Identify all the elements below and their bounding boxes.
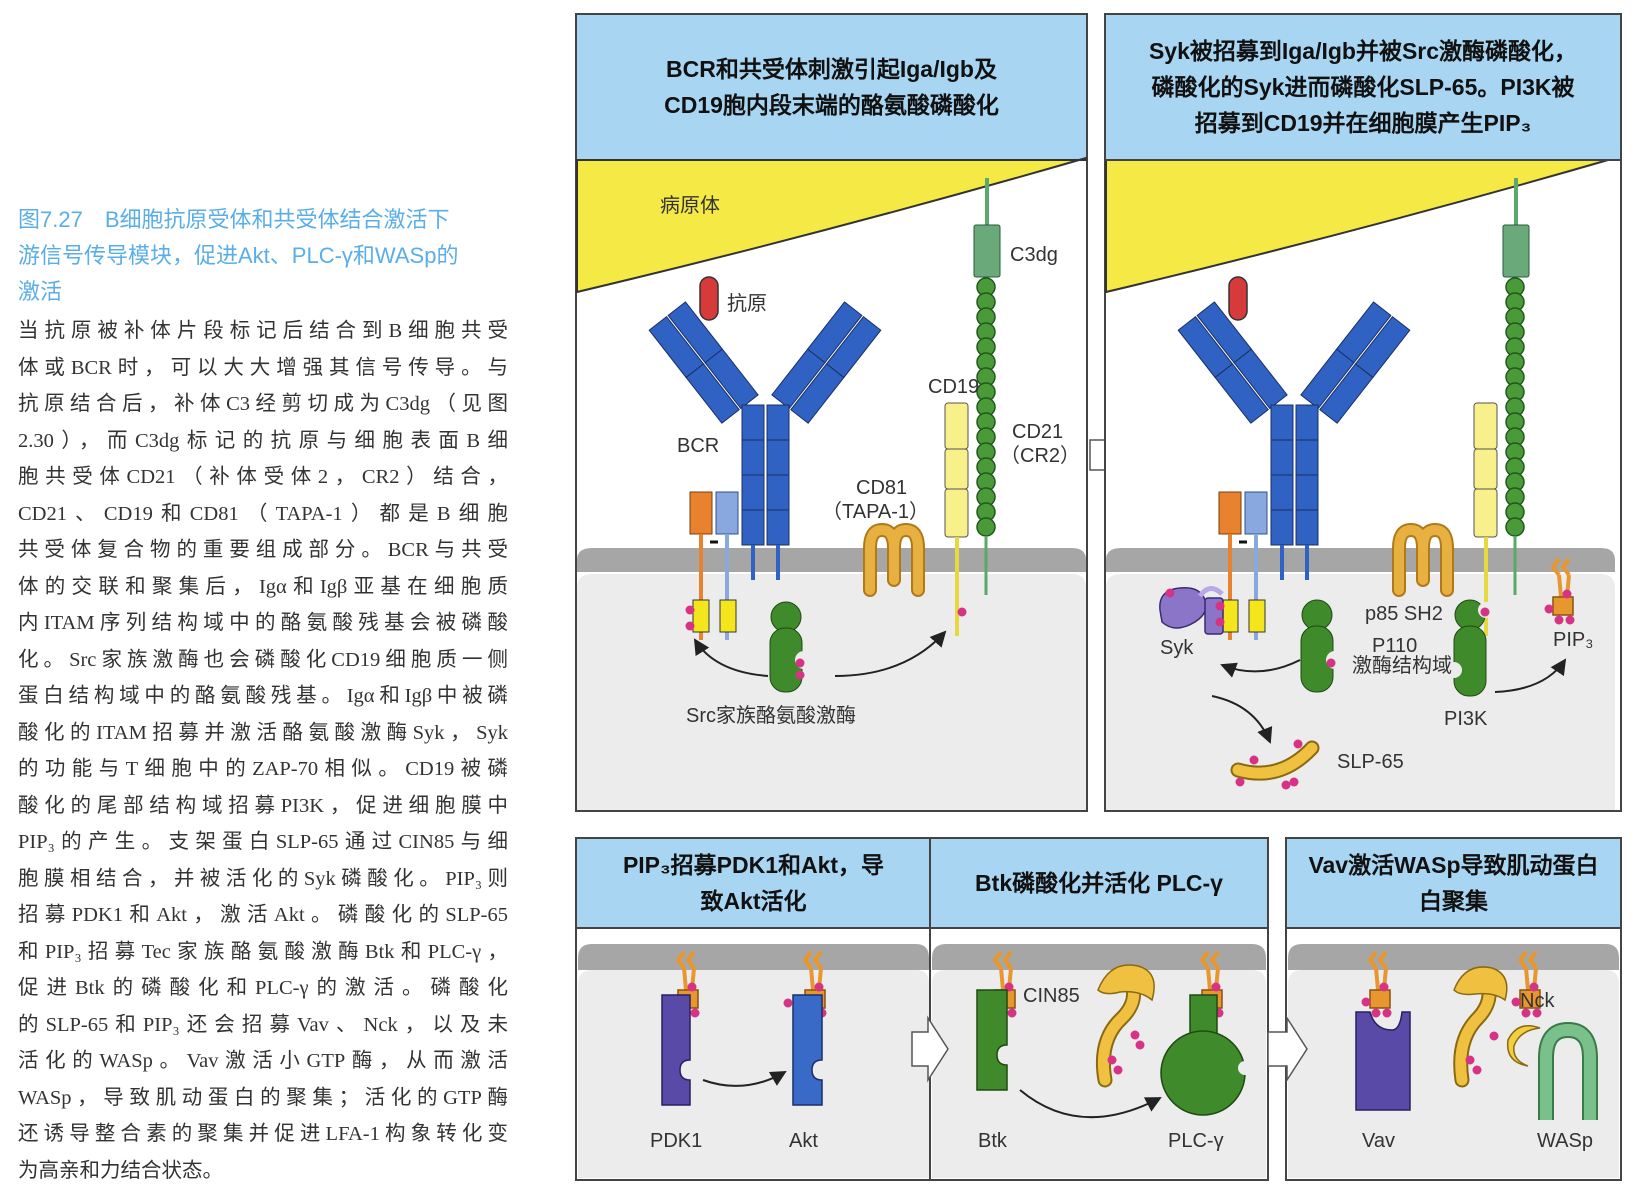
label-vav: Vav: [1362, 1130, 1395, 1152]
btk-icon: [976, 989, 1008, 1091]
label-pi3k: PI3K: [1444, 708, 1488, 730]
body-text-line: 酸化的尾部结构域招募PI3K，促进细胞膜中: [18, 794, 508, 817]
label-kinase-domain: 激酶结构域: [1352, 654, 1452, 677]
label-wasp: WASp: [1537, 1130, 1593, 1152]
panel-e: Nck Vav WASp: [1355, 950, 1598, 1152]
body-text-line: CD21、CD19和CD81（TAPA-1）都是B细胞: [18, 502, 508, 525]
body-text-line: 抗原结合后，补体C3经剪切成为C3dg（见图: [18, 393, 508, 415]
vav-icon: [1355, 1011, 1411, 1111]
label-plc-gamma: PLC-γ: [1168, 1130, 1224, 1152]
label-pdk1: PDK1: [650, 1130, 702, 1152]
label-pathogen: 病原体: [660, 194, 720, 217]
label-antigen: 抗原: [727, 292, 767, 315]
label-tapa1: （TAPA-1）: [822, 500, 929, 523]
panel-d: CIN85 Btk PLC-γ: [976, 950, 1252, 1152]
body-text-line: 为高亲和力结合状态。: [18, 1159, 223, 1182]
header-line: 招募到CD19并在细胞膜产生PIP₃: [1194, 110, 1532, 136]
body-text-line: 的功能与T细胞中的ZAP-70相似。CD19被磷: [18, 758, 508, 780]
body-text-line: PIP₃的产生。支架蛋白SLP-65通过CIN85与细: [18, 831, 508, 853]
panel-b: Syk p85 SH2 P110 激酶结构域 PI3K PIP₃ SLP-65: [1104, 13, 1622, 811]
body-text-line: 体或BCR时，可以大大增强其信号传导。与: [18, 356, 508, 379]
body-text-line: 蛋白结构域中的酪氨酸残基。Igα和Igβ中被磷: [18, 685, 508, 707]
label-bcr: BCR: [677, 435, 719, 457]
arrow-icon: [1494, 658, 1567, 693]
label-p85-sh2: p85 SH2: [1365, 603, 1443, 625]
panel-a-header-bg: [575, 13, 1088, 161]
src-kinase-icon: [769, 601, 813, 693]
label-akt: Akt: [789, 1130, 818, 1152]
body-text-line: 的SLP-65和PIP₃还会招募Vav、Nck，以及未: [18, 1013, 508, 1036]
panel-b-header: Syk被招募到Iga/Igb并被Src激酶磷酸化， 磷酸化的Syk进而磷酸化SLP…: [1105, 14, 1621, 160]
header-line: 磷酸化的Syk进而磷酸化SLP-65。PI3K被: [1151, 74, 1575, 100]
label-nck: Nck: [1520, 990, 1555, 1012]
body-text-line: 还诱导整合素的聚集并促进LFA-1构象转化变: [18, 1123, 508, 1145]
slp65-icon: [1230, 739, 1320, 790]
body-text-line: 胞膜相结合，并被活化的Syk磷酸化。PIP₃则: [18, 867, 508, 890]
header-line: BCR和共受体刺激引起Iga/Igb及: [666, 56, 997, 82]
header-line: Vav激活WASp导致肌动蛋白: [1308, 852, 1599, 878]
body-text-line: 化。Src家族激酶也会磷酸化CD19细胞质一侧: [18, 648, 508, 671]
panel-a-header: BCR和共受体刺激引起Iga/Igb及 CD19胞内段末端的酪氨酸磷酸化: [576, 14, 1087, 160]
body-text-line: WASp，导致肌动蛋白的聚集；活化的GTP酶: [18, 1086, 508, 1109]
body-text-line: 促进Btk的磷酸化和PLC-γ的激活。磷酸化: [18, 977, 508, 999]
src-kinase-icon: [1300, 599, 1344, 693]
pi3k-icon: [1446, 599, 1494, 697]
label-pip3: PIP₃: [1553, 629, 1593, 651]
label-cd81: CD81: [856, 477, 907, 499]
body-text-line: 和PIP₃招募Tec家族酪氨酸激酶Btk和PLC-γ，: [18, 940, 508, 963]
label-btk: Btk: [978, 1130, 1008, 1152]
body-text-line: 招募PDK1和Akt，激活Akt。磷酸化的SLP-65: [18, 904, 508, 926]
plc-gamma-icon: [1160, 994, 1252, 1116]
panel-c: PDK1 Akt: [650, 950, 829, 1152]
label-cd19: CD19: [928, 376, 979, 398]
header-line: Syk被招募到Iga/Igb并被Src激酶磷酸化，: [1148, 38, 1578, 64]
header-line: Btk磷酸化并活化 PLC-γ: [975, 870, 1223, 896]
panel-e-header: Vav激活WASp导致肌动蛋白白聚集: [1286, 838, 1621, 928]
wasp-icon: [1540, 1023, 1596, 1120]
body-text-line: 内ITAM序列结构域中的酪氨酸残基会被磷酸: [18, 612, 508, 634]
panel-d-header: Btk磷酸化并活化 PLC-γ: [930, 838, 1268, 928]
slp65-icon: [1095, 964, 1155, 1088]
caption-line: 激活: [18, 279, 63, 304]
arrow-icon: [693, 638, 769, 677]
akt-icon: [792, 994, 823, 1106]
body-text-line: 2.30），而C3dg标记的抗原与细胞表面B细: [18, 429, 508, 452]
label-cr2: （CR2）: [1000, 444, 1080, 467]
panel-a: 病原体 抗原 C3dg CD19 CD21 （CR2） BCR CD81 （TA…: [575, 13, 1088, 811]
label-syk: Syk: [1160, 637, 1194, 659]
label-c3dg: C3dg: [1010, 244, 1058, 266]
arrow-icon: [702, 1071, 787, 1087]
label-src-kinase: Src家族酪氨酸激酶: [686, 704, 856, 727]
caption-line: 游信号传导模块，促进Akt、PLC-γ和WASp的: [18, 243, 459, 268]
label-slp65: SLP-65: [1337, 751, 1404, 773]
body-text-line: 共受体复合物的重要组成部分。BCR与共受: [18, 539, 508, 561]
body-text-line: 酸化的ITAM招募并激活酪氨酸激酶Syk，Syk: [18, 721, 508, 744]
body-text-line: 胞共受体CD21（补体受体2，CR2）结合，: [18, 466, 508, 488]
panel-c-header: PIP₃招募PDK1和Akt，导致Akt活化: [576, 838, 931, 928]
label-cd21: CD21: [1012, 421, 1063, 443]
syk-icon: [1159, 586, 1225, 635]
header-line: 致Akt活化: [700, 888, 807, 914]
nck-icon: [1453, 966, 1541, 1088]
label-p110: P110: [1372, 635, 1417, 657]
body-text-line: 体的交联和聚集后，Igα和Igβ亚基在细胞质: [18, 575, 508, 598]
panel-b-header-bg: [1104, 13, 1622, 161]
header-line: PIP₃招募PDK1和Akt，导: [622, 852, 885, 878]
caption-line: 图7.27 B细胞抗原受体和共受体结合激活下: [18, 207, 450, 232]
header-line: 白聚集: [1418, 888, 1488, 914]
next-step-arrow-icon: [911, 1015, 949, 1083]
arrow-icon: [1211, 695, 1273, 744]
next-step-arrow-icon: [1267, 1015, 1308, 1083]
pdk1-icon: [661, 994, 691, 1106]
arrow-icon: [834, 630, 947, 677]
arrow-icon: [1220, 659, 1301, 678]
body-text-line: 当抗原被补体片段标记后结合到B细胞共受: [18, 320, 508, 342]
body-text-line: 活化的WASp。Vav激活小GTP酶，从而激活: [18, 1050, 508, 1072]
label-cin85: CIN85: [1023, 985, 1080, 1007]
arrow-icon: [1019, 1089, 1162, 1119]
header-line: CD19胞内段末端的酪氨酸磷酸化: [664, 92, 999, 118]
